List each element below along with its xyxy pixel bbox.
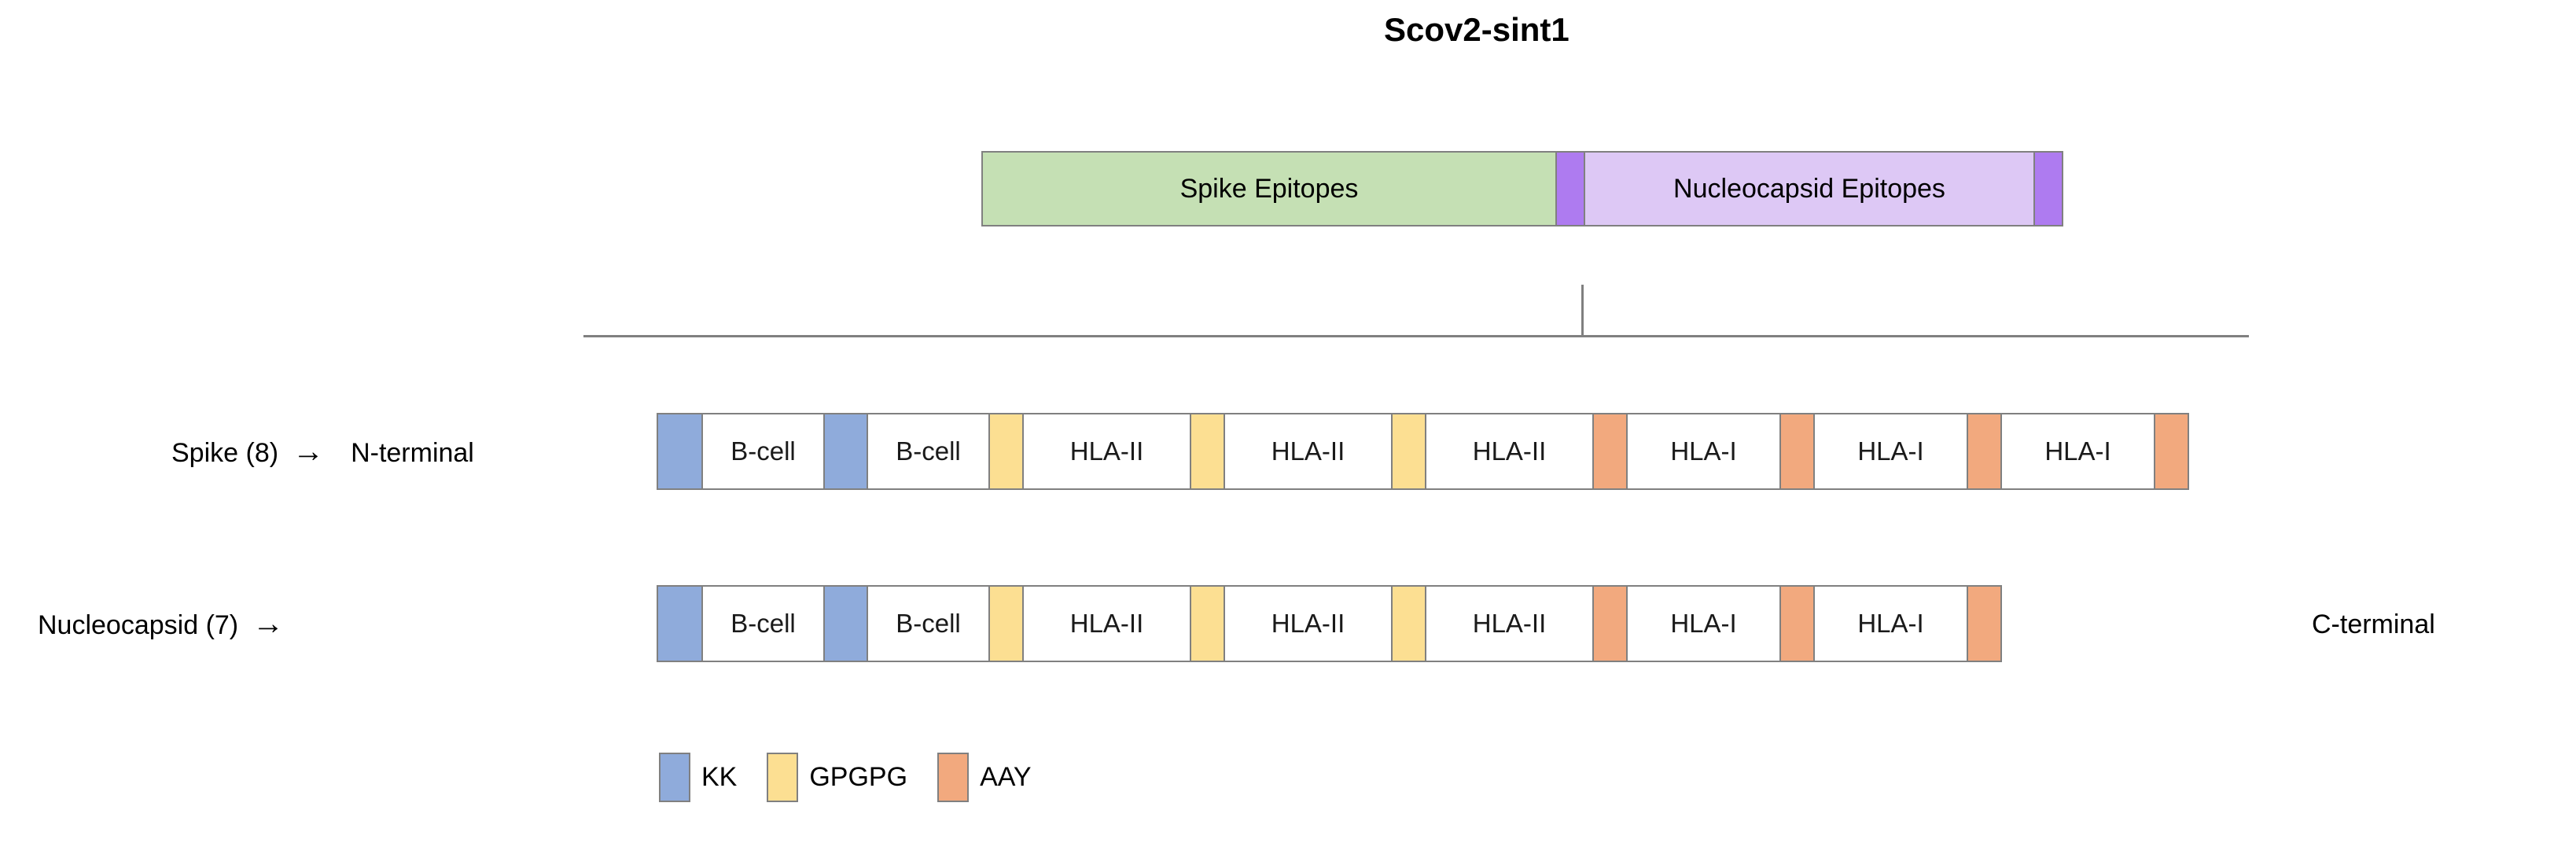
epitope-b-cell-label: B-cell [896,609,961,638]
linker-gpgpg [988,414,1022,488]
linker-gpgpg [988,587,1022,661]
connector-line [583,335,2249,337]
row-label-spike: Spike (8) → N-terminal [171,434,474,469]
epitope-row-spike: B-cell B-cell HLA-II HLA-II HLA-II HLA-I HLA-I… [657,413,2189,490]
epitope-hla-i-label: HLA-I [1857,609,1924,638]
linker-aay [1779,414,1813,488]
domain-divider-right [2033,153,2062,225]
linker-kk [658,414,701,488]
epitope-row-nucleocapsid: B-cell B-cell HLA-II HLA-II HLA-II HLA-I HLA-I [657,585,2002,662]
linker-aay [2154,414,2188,488]
linker-gpgpg [1190,587,1224,661]
epitope-hla-i-label: HLA-I [1670,436,1737,466]
linker-aay [1967,587,2000,661]
epitope-b-cell: B-cell [867,587,988,661]
epitope-hla-ii: HLA-II [1425,587,1592,661]
epitope-hla-i: HLA-I [1626,587,1779,661]
epitope-hla-i: HLA-I [1813,414,1967,488]
legend-kk-label: KK [701,762,738,792]
epitope-hla-i: HLA-I [1626,414,1779,488]
epitope-hla-ii-label: HLA-II [1271,609,1345,638]
epitope-b-cell-label: B-cell [896,436,961,466]
epitope-hla-i-label: HLA-I [1670,609,1737,638]
linker-gpgpg [1391,414,1425,488]
epitope-hla-i: HLA-I [1813,587,1967,661]
epitope-hla-i: HLA-I [2000,414,2154,488]
linker-aay [1592,587,1626,661]
spike-epitopes: Spike Epitopes [983,153,1555,225]
legend-aay-swatch [937,753,970,802]
nucleocapsid-epitopes: Nucleocapsid Epitopes [1584,153,2033,225]
epitope-hla-ii-label: HLA-II [1472,436,1547,466]
domain-bar: Spike Epitopes Nucleocapsid Epitopes [981,151,2063,226]
linker-aay [1779,587,1813,661]
legend-aay: AAY [937,753,1062,802]
epitope-hla-ii-label: HLA-II [1069,609,1144,638]
arrow-right-icon: → [252,606,285,641]
linker-kk [823,414,867,488]
row-label-nucleocapsid: Nucleocapsid (7) → [38,606,285,641]
page-title: Scov2-sint1 [1384,11,1570,48]
legend-gpgpg: GPGPG [767,753,937,802]
nucleocapsid-source-label: Nucleocapsid (7) [38,609,239,640]
epitope-b-cell: B-cell [867,414,988,488]
linker-aay [1967,414,2000,488]
nucleocapsid-epitopes-label: Nucleocapsid Epitopes [1673,173,1945,204]
legend-kk-swatch [659,753,690,802]
epitope-hla-i-label: HLA-I [2044,436,2111,466]
epitope-b-cell: B-cell [701,587,823,661]
linker-gpgpg [1391,587,1425,661]
epitope-hla-ii-label: HLA-II [1472,609,1547,638]
epitope-hla-ii: HLA-II [1224,414,1391,488]
epitope-b-cell-label: B-cell [730,436,796,466]
epitope-hla-ii: HLA-II [1224,587,1391,661]
epitope-hla-i-label: HLA-I [1857,436,1924,466]
linker-kk [658,587,701,661]
epitope-b-cell: B-cell [701,414,823,488]
epitope-b-cell-label: B-cell [730,609,796,638]
legend-gpgpg-swatch [767,753,799,802]
legend: KK GPGPG AAY [659,753,1062,802]
linker-gpgpg [1190,414,1224,488]
spike-source-label: Spike (8) [171,437,279,468]
epitope-hla-ii: HLA-II [1425,414,1592,488]
linker-kk [823,587,867,661]
domain-divider-left [1555,153,1584,225]
legend-kk: KK [659,753,767,802]
epitope-hla-ii: HLA-II [1022,587,1190,661]
connector-tick [1581,285,1584,337]
spike-epitopes-label: Spike Epitopes [1179,173,1359,204]
epitope-hla-ii-label: HLA-II [1069,436,1144,466]
arrow-right-icon: → [293,434,325,469]
epitope-hla-ii-label: HLA-II [1271,436,1345,466]
linker-aay [1592,414,1626,488]
epitope-hla-ii: HLA-II [1022,414,1190,488]
legend-aay-label: AAY [980,762,1032,792]
legend-gpgpg-label: GPGPG [809,762,908,792]
c-terminal-label: C-terminal [2312,609,2435,639]
n-terminal-label: N-terminal [351,437,474,468]
